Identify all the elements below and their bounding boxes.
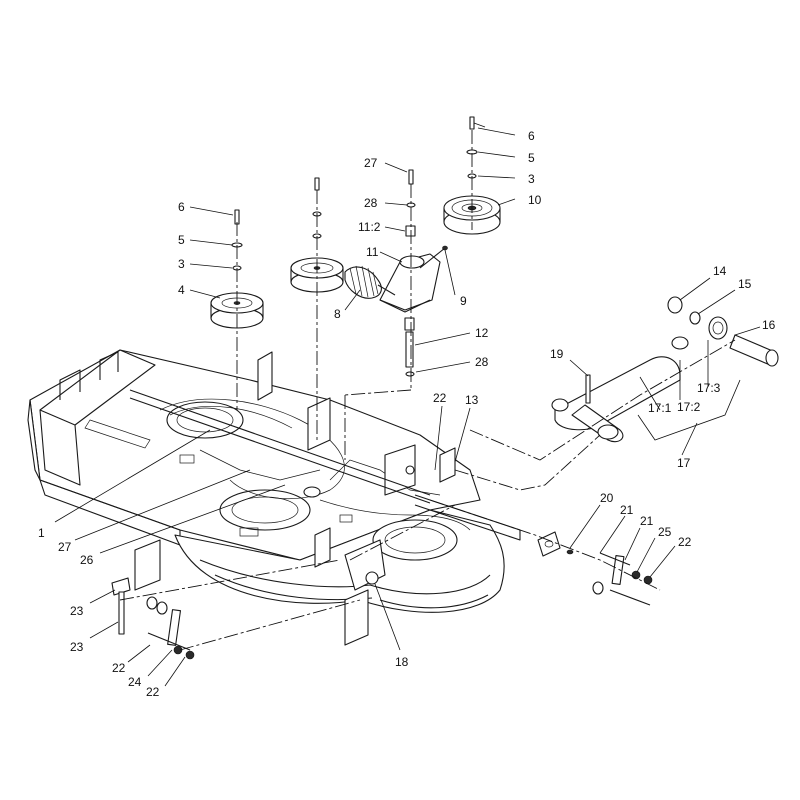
callout-17-2: 17:2 xyxy=(677,400,701,414)
callout-28: 28 xyxy=(364,196,378,210)
spring-8 xyxy=(344,265,396,299)
leader-lines xyxy=(54,122,761,687)
hitch-assembly-17 xyxy=(551,336,689,443)
callout-27: 27 xyxy=(364,156,378,170)
callout-6: 6 xyxy=(178,200,185,214)
callout-8: 8 xyxy=(334,307,341,321)
callout-labels: 6 5 3 10 27 28 11:2 11 9 8 12 28 6 5 3 4… xyxy=(38,129,776,699)
callout-18: 19 xyxy=(550,347,564,361)
assembly-centerlines xyxy=(119,130,736,651)
callout-23: 25 xyxy=(658,525,672,539)
callout-14: 14 xyxy=(713,264,727,278)
callout-3: 3 xyxy=(178,257,185,271)
callout-22: 22 xyxy=(146,685,160,699)
nut-22 xyxy=(365,465,415,585)
callout-17-3: 17:3 xyxy=(697,381,721,395)
hitch-pin-16 xyxy=(708,316,779,367)
callout-26: 26 xyxy=(80,553,94,567)
callout-4: 4 xyxy=(178,283,185,297)
callout-16: 16 xyxy=(762,318,776,332)
callout-17: 17 xyxy=(677,456,691,470)
callout-1: 1 xyxy=(38,526,45,540)
callout-24: 23 xyxy=(70,604,84,618)
callout-5: 5 xyxy=(178,233,185,247)
callout-23: 24 xyxy=(128,675,142,689)
callout-22: 22 xyxy=(678,535,692,549)
mower-deck xyxy=(27,349,521,646)
callout-21: 22 xyxy=(112,661,126,675)
callout-27: 27 xyxy=(58,540,72,554)
callout-9: 9 xyxy=(460,294,467,308)
callout-10: 10 xyxy=(528,193,542,207)
bracket-19 xyxy=(537,531,574,557)
washer-nut-14-15 xyxy=(667,296,701,325)
callout-22: 22 xyxy=(433,391,447,405)
callout-3: 3 xyxy=(528,172,535,186)
idler-hardware xyxy=(466,116,478,179)
callout-15: 15 xyxy=(738,277,752,291)
idler-arm-assembly xyxy=(379,169,448,377)
callout-13: 13 xyxy=(465,393,479,407)
callout-11: 11 xyxy=(366,245,379,259)
callout-17-1: 17:1 xyxy=(648,401,672,415)
callout-6: 6 xyxy=(528,129,535,143)
callout-28: 28 xyxy=(475,355,489,369)
left-bolt-set xyxy=(111,577,195,660)
callout-19: 20 xyxy=(600,491,614,505)
callout-5: 5 xyxy=(528,151,535,165)
callout-21: 21 xyxy=(640,514,654,528)
callout-25: 23 xyxy=(70,640,84,654)
callout-12: 12 xyxy=(475,326,489,340)
callout-20: 21 xyxy=(620,503,634,517)
callout-11-2: 11:2 xyxy=(358,220,381,234)
callout-22: 18 xyxy=(395,655,409,669)
